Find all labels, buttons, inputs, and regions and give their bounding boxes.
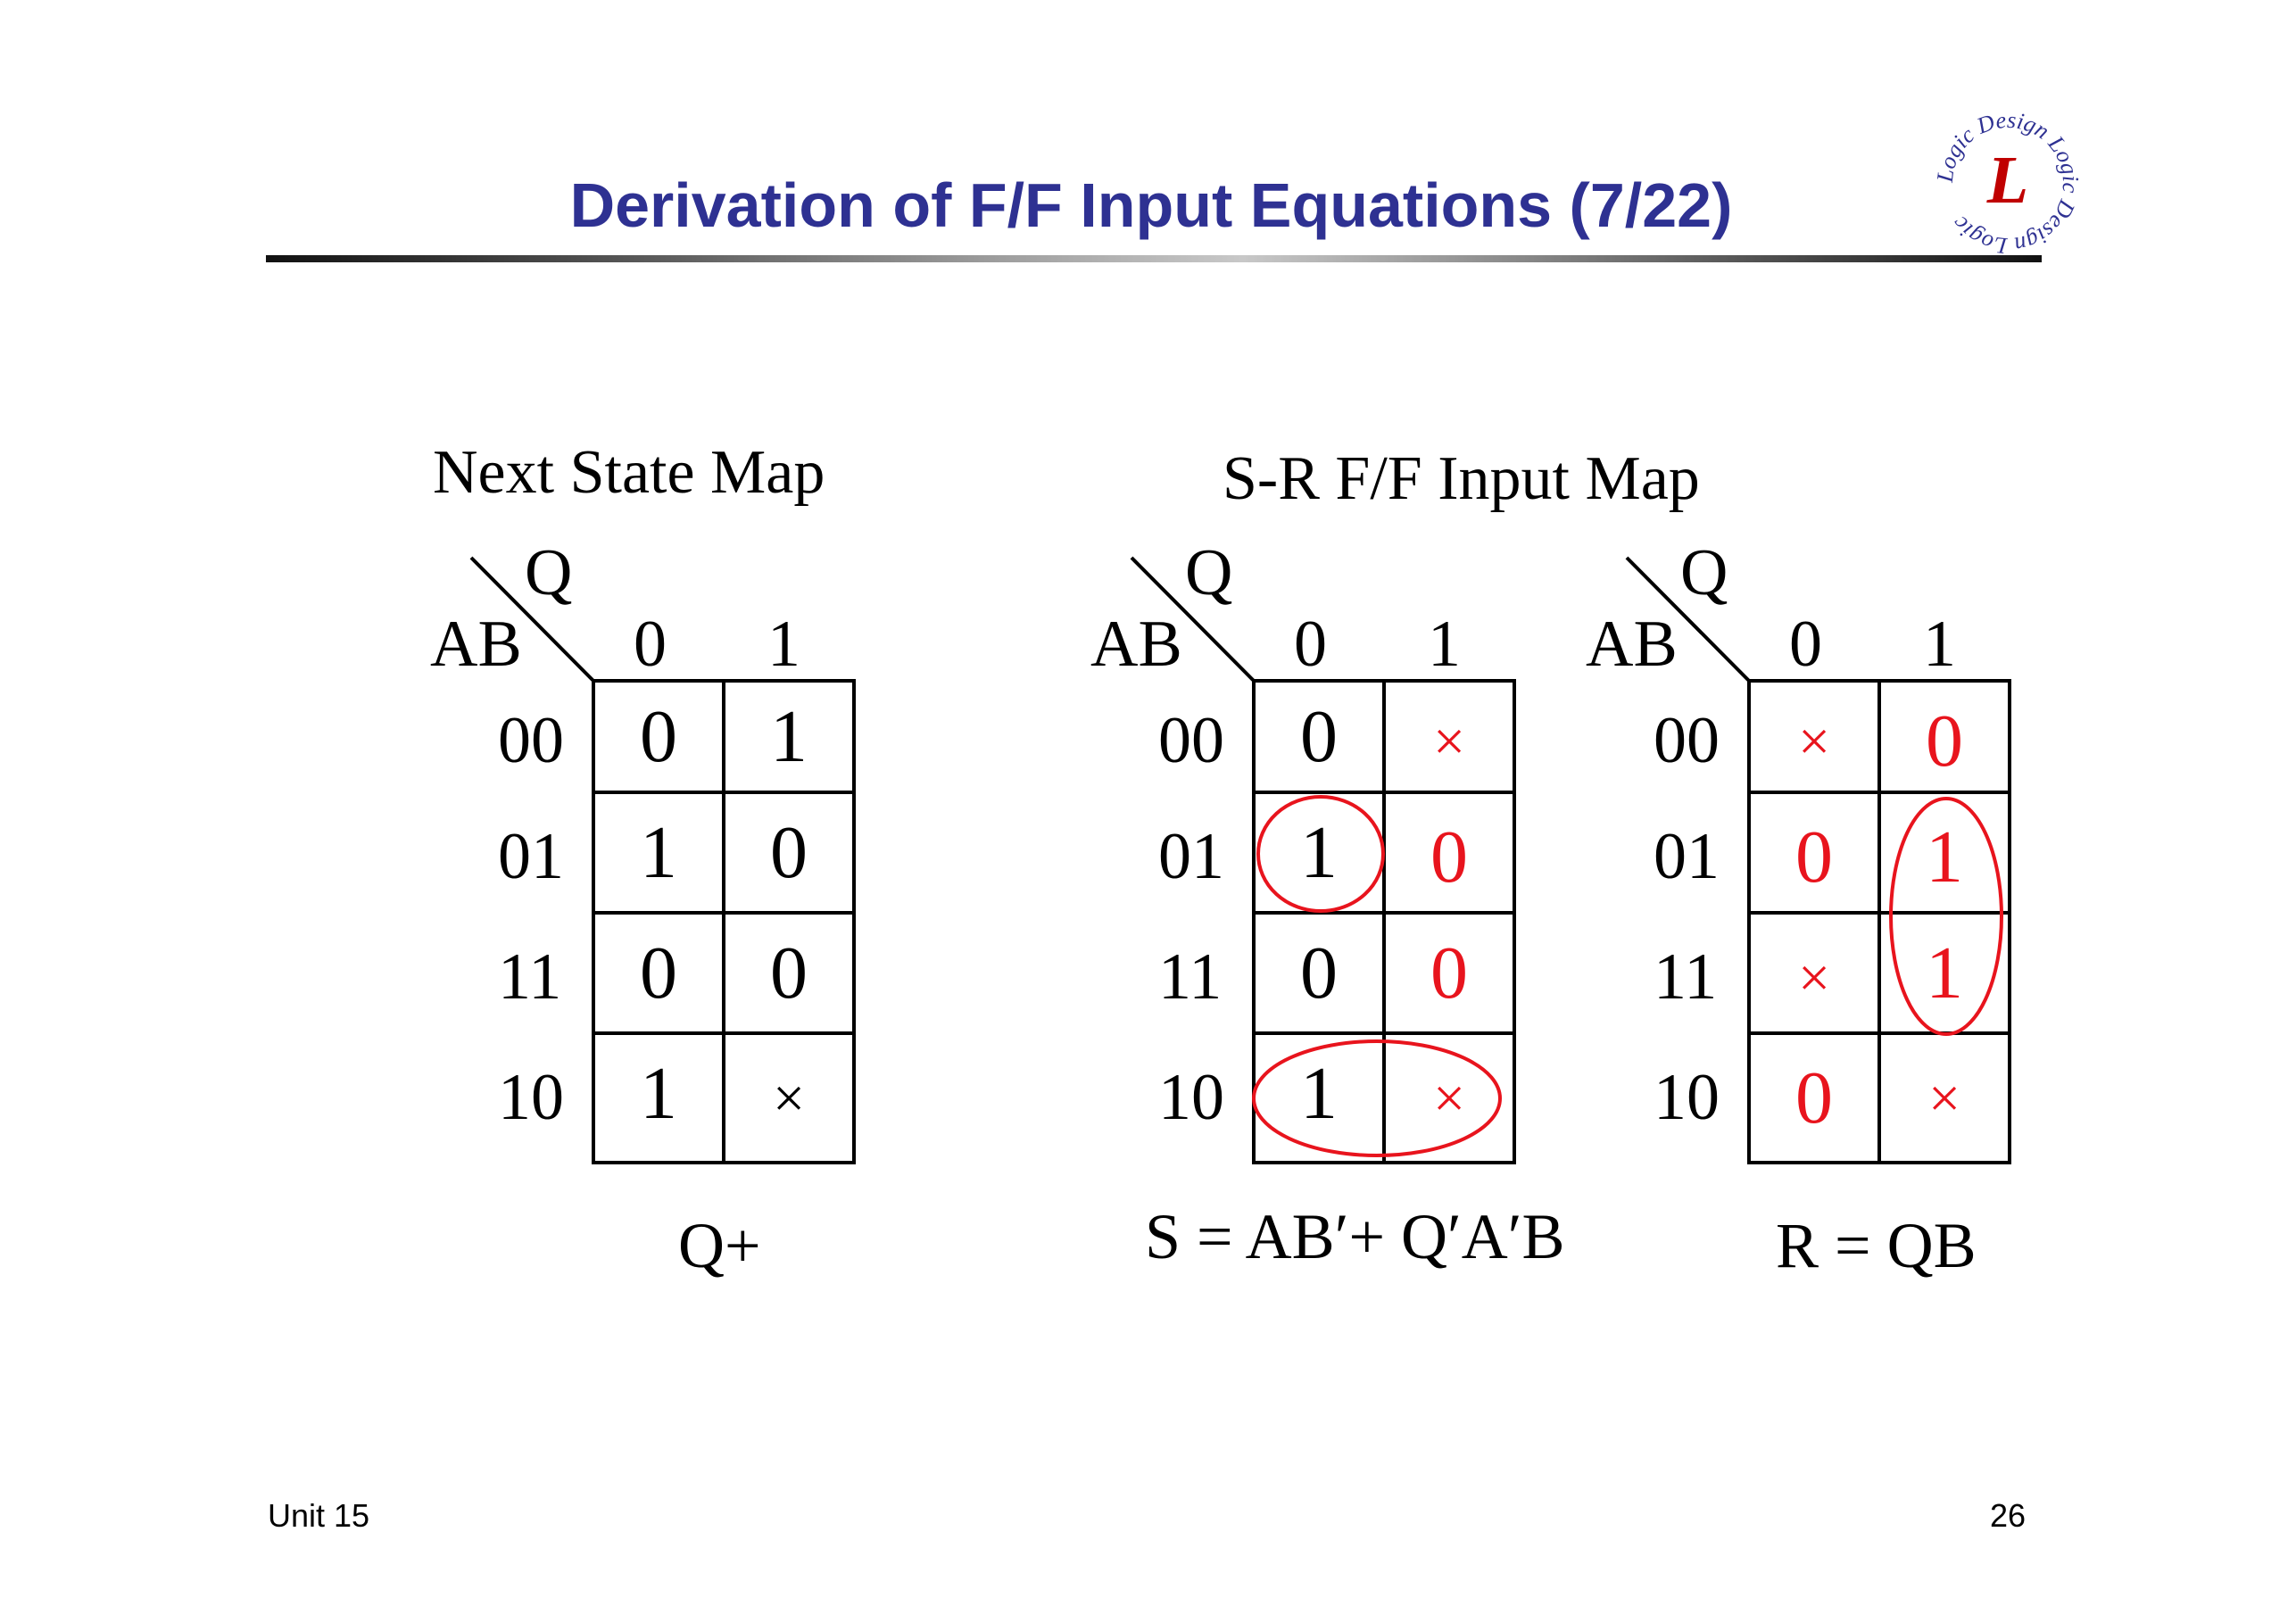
col-variable-label: Q: [1185, 536, 1233, 609]
kmap-cell: 1: [1926, 816, 1963, 898]
kmap-cell: 1: [640, 811, 677, 894]
row-header: 00: [498, 704, 564, 777]
col-header: 0: [1789, 608, 1822, 681]
kmap-cell: ×: [1432, 709, 1466, 773]
footer-unit: Unit 15: [268, 1497, 370, 1534]
kmap-cell: ×: [1797, 946, 1831, 1009]
col-header: 1: [767, 608, 800, 681]
r-equation: R = QB: [1776, 1210, 1977, 1281]
kmap-cell: ×: [772, 1066, 806, 1130]
kmap-cell: 0: [640, 932, 677, 1014]
row-variable-label: AB: [430, 608, 522, 681]
kmap-cell: ×: [1432, 1066, 1466, 1130]
row-header: 10: [1654, 1061, 1720, 1134]
row-header: 10: [1158, 1061, 1224, 1134]
kmap-cell: 0: [770, 811, 808, 894]
row-header: 01: [1654, 820, 1720, 893]
kmap-cell: 0: [1795, 816, 1833, 898]
row-header: 11: [1654, 940, 1718, 1014]
row-header: 11: [498, 940, 562, 1014]
kmap-cell: 0: [1430, 816, 1468, 898]
svg-text:L: L: [1986, 143, 2028, 218]
col-header: 0: [634, 608, 667, 681]
kmap-cell: 0: [1795, 1056, 1833, 1139]
grouping-loop: [1889, 797, 2003, 1036]
col-header: 0: [1294, 608, 1327, 681]
col-variable-label: Q: [1680, 536, 1728, 609]
row-variable-label: AB: [1090, 608, 1182, 681]
row-variable-label: AB: [1586, 608, 1678, 681]
kmap-cell: 1: [1300, 811, 1338, 894]
kmap-cell: ×: [1927, 1066, 1961, 1130]
kmap-cell: ×: [1797, 709, 1831, 773]
row-header: 01: [498, 820, 564, 893]
row-header: 00: [1158, 704, 1224, 777]
next-state-map-title: Next State Map: [433, 438, 825, 507]
kmap-grid: [1625, 556, 2011, 1164]
kmap-cell: 1: [1300, 1052, 1338, 1135]
kmap-cell: 0: [1430, 932, 1468, 1014]
kmap-grid: [1130, 556, 1516, 1164]
kmap-cell: 1: [770, 695, 808, 778]
kmap-cell: 0: [1926, 700, 1963, 783]
s-equation: S = AB′+ Q′A′B: [1145, 1201, 1565, 1272]
kmap-cell: 0: [770, 932, 808, 1014]
slide-title: Derivation of F/F Input Equations (7/22): [569, 170, 1733, 240]
grouping-loop: [1252, 1039, 1502, 1157]
col-header: 1: [1923, 608, 1956, 681]
kmap-cell: 1: [1926, 932, 1963, 1014]
page-number: 26: [1990, 1497, 2027, 1534]
kmap-cell: 1: [640, 1052, 677, 1135]
logic-design-logo: Logic Design Logic Design Logic L: [1927, 103, 2088, 263]
sr-input-map-title: S-R F/F Input Map: [1223, 444, 1700, 513]
s-input-kmap: Q AB 0 1 00 01 11 10 0 × 1 0 0 0 1 ×: [1080, 540, 1544, 1271]
row-header: 01: [1158, 820, 1224, 893]
row-header: 11: [1158, 940, 1223, 1014]
row-header: 10: [498, 1061, 564, 1134]
title-divider: [266, 255, 2042, 262]
kmap-cell: 0: [640, 695, 677, 778]
kmap-cell: 0: [1300, 932, 1338, 1014]
q-plus-label: Q+: [678, 1210, 761, 1281]
r-input-kmap: Q AB 0 1 00 01 11 10 × 0 0 1 × 1 0 ×: [1575, 540, 2039, 1271]
row-header: 00: [1654, 704, 1720, 777]
col-header: 1: [1428, 608, 1461, 681]
grouping-loop: [1256, 795, 1385, 913]
next-state-kmap: Q AB 0 1 00 01 11 10 0 1 1 0 0 0 1 ×: [419, 540, 883, 1271]
col-variable-label: Q: [525, 536, 573, 609]
kmap-cell: 0: [1300, 695, 1338, 778]
kmap-grid: [469, 556, 856, 1164]
